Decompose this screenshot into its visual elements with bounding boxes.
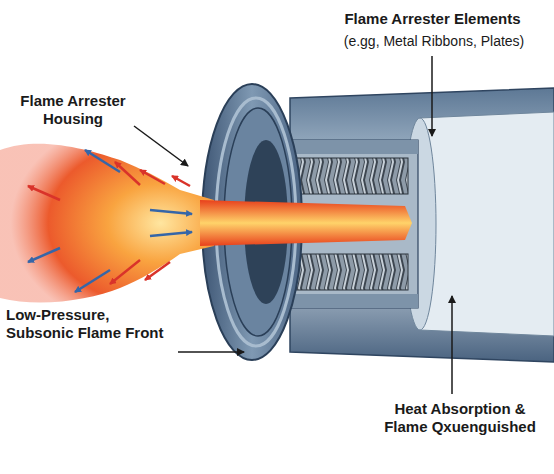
housing-wall-bottom	[282, 294, 418, 308]
part-label: Low-Pressure, Subsonic Flame Front	[6, 306, 171, 342]
flow-arrow	[110, 260, 140, 284]
flow-arrow	[85, 150, 120, 172]
flame-jet	[200, 200, 412, 246]
housing-wall-top	[282, 140, 418, 154]
flow-arrow	[140, 170, 165, 184]
flow-arrow	[28, 186, 60, 200]
part-note: (e.gg, Metal Ribbons, Plates)	[320, 33, 548, 50]
part-label: Flame Arrester Housing	[8, 92, 138, 128]
leader-line	[431, 56, 433, 136]
leader-line	[134, 126, 188, 166]
flame-front	[0, 144, 214, 303]
flow-arrow	[115, 162, 140, 185]
part-label: Flame Arrester Elements	[325, 10, 540, 28]
housing-interior	[420, 112, 554, 336]
flow-arrow	[172, 176, 190, 186]
flow-arrow	[28, 248, 60, 262]
flow-arrow	[150, 210, 192, 214]
flow-arrow	[150, 232, 192, 236]
element-stack	[296, 254, 408, 290]
leader-line	[178, 351, 244, 353]
flow-arrow	[75, 270, 110, 292]
element-stack	[296, 158, 408, 194]
leader-line	[451, 296, 453, 394]
flow-arrow	[145, 262, 170, 280]
part-label: Heat Absorption & Flame Qxuenguished	[375, 400, 545, 436]
